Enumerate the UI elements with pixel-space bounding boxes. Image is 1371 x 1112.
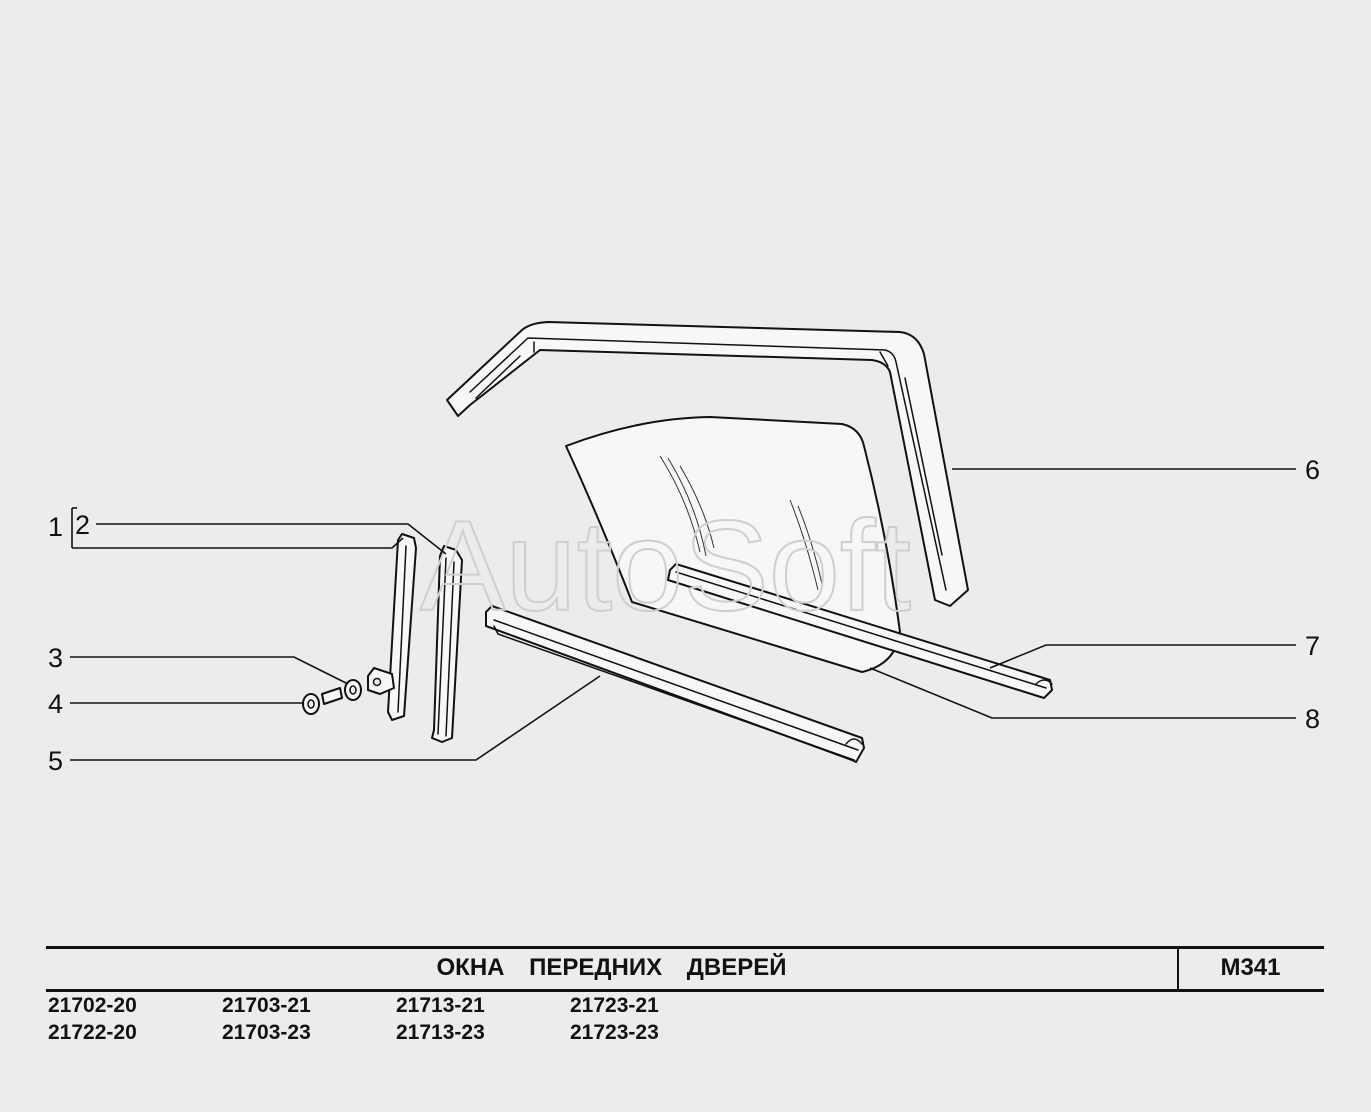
- section-title: ОКНА ПЕРЕДНИХ ДВЕРЕЙ: [436, 954, 787, 981]
- frame-seal-part-6: [446, 321, 969, 607]
- title-rule-top: [46, 946, 1324, 949]
- title-separator: [1177, 946, 1179, 990]
- model-code: 21703-21: [222, 994, 311, 1017]
- watermark-text: AutoSoft: [420, 495, 911, 638]
- model-code: 21723-21: [570, 994, 659, 1017]
- leader-8: [869, 667, 1296, 719]
- model-code: 21723-23: [570, 1021, 659, 1044]
- callout-8: 8: [1305, 704, 1320, 734]
- window-channel-part-1: [367, 533, 417, 721]
- leader-lines: [70, 468, 1296, 761]
- leader-5: [70, 675, 601, 761]
- leader-3: [70, 656, 349, 685]
- leader-2: [96, 523, 447, 555]
- leader-7: [989, 644, 1296, 669]
- inner-belt-seal-part-7: [667, 563, 1053, 699]
- model-code: 21702-20: [48, 994, 137, 1017]
- section-code: M341: [1220, 954, 1281, 981]
- callout-3: 3: [48, 643, 63, 673]
- callout-1: 1: [48, 512, 63, 542]
- callout-labels: 1 2 3 4 5 6 7 8: [48, 455, 1320, 776]
- model-code: 21722-20: [48, 1021, 137, 1044]
- model-code: 21713-23: [396, 1021, 485, 1044]
- callout-5: 5: [48, 746, 63, 776]
- callout-7: 7: [1305, 631, 1320, 661]
- callout-6: 6: [1305, 455, 1320, 485]
- window-channel-part-2: [431, 545, 463, 743]
- model-code: 21713-21: [396, 994, 485, 1017]
- leader-1: [72, 537, 404, 549]
- callout-4: 4: [48, 689, 63, 719]
- callout-2: 2: [75, 510, 90, 540]
- outer-belt-seal-part-5: [485, 605, 865, 763]
- bolt-part-4: [302, 687, 343, 715]
- washer-part-3: [344, 679, 362, 701]
- model-code: 21703-23: [222, 1021, 311, 1044]
- title-rule-bottom: [46, 989, 1324, 992]
